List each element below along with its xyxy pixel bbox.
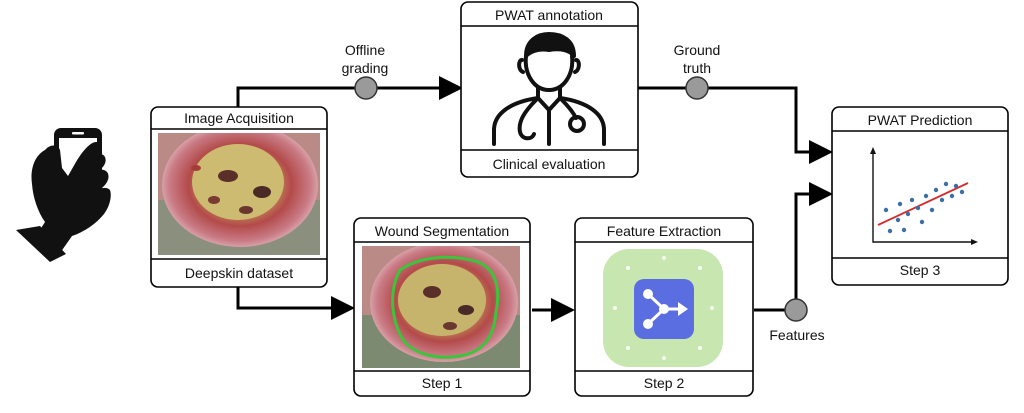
arrow-acquisition-to-annotation xyxy=(236,76,463,107)
annotation-footer: Clinical evaluation xyxy=(493,156,606,172)
arrows xyxy=(236,76,833,322)
box-wound-segmentation: Wound Segmentation Step 1 xyxy=(353,217,531,397)
prediction-title: PWAT Prediction xyxy=(868,112,973,128)
annotation-title: PWAT annotation xyxy=(495,7,603,23)
box-feature-extraction: Feature Extraction Step 2 xyxy=(574,217,754,397)
feature-extraction-icon xyxy=(603,249,723,367)
acquisition-title: Image Acquisition xyxy=(184,110,294,126)
segmentation-footer: Step 1 xyxy=(422,375,463,391)
edge-label-offline: Offline xyxy=(345,42,385,58)
wound-photo xyxy=(158,133,320,255)
extraction-footer: Step 2 xyxy=(644,375,685,391)
arrow-acquisition-to-segmentation xyxy=(236,287,355,320)
connector-node-offline xyxy=(354,76,378,100)
box-pwat-prediction: PWAT Prediction Step 3 xyxy=(831,106,1009,286)
arrow-annotation-to-prediction xyxy=(638,86,833,164)
regression-plot-icon xyxy=(870,147,978,245)
edge-label-truth: truth xyxy=(683,60,711,76)
edge-label-ground: Ground xyxy=(674,42,721,58)
wound-outline xyxy=(391,255,500,359)
edge-label-grading: grading xyxy=(342,60,389,76)
segmented-wound-photo xyxy=(362,246,520,368)
doctor-icon xyxy=(492,32,606,146)
prediction-footer: Step 3 xyxy=(900,262,941,278)
edge-label-features: Features xyxy=(769,327,824,343)
segmentation-title: Wound Segmentation xyxy=(375,223,509,239)
connector-node-ground-truth xyxy=(685,76,709,100)
box-pwat-annotation: PWAT annotation Clinical evaluation xyxy=(460,1,639,178)
box-image-acquisition: Image Acquisition Deepskin dataset xyxy=(150,106,328,288)
hand-holding-smartphone-icon xyxy=(16,128,111,262)
extraction-title: Feature Extraction xyxy=(607,223,721,239)
arrow-extraction-to-prediction xyxy=(754,182,833,312)
connector-node-features xyxy=(784,298,808,322)
acquisition-footer: Deepskin dataset xyxy=(185,265,293,281)
